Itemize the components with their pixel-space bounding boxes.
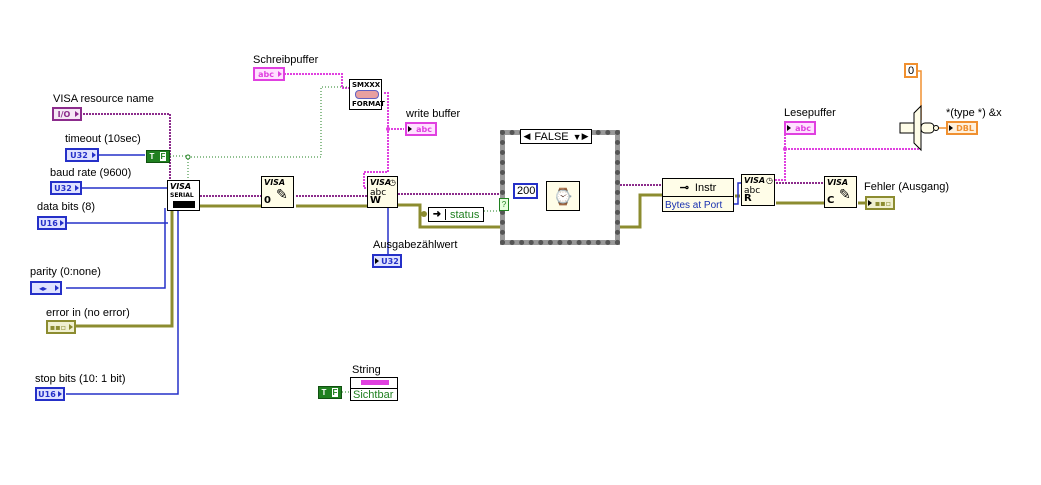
dbl-wire[interactable] [918, 70, 948, 129]
bool-false-glyph: F [331, 388, 339, 397]
node-title: SMXXX [352, 81, 381, 89]
write-buffer-label: write buffer [406, 108, 461, 120]
string-property-node[interactable]: Sichtbar [350, 377, 398, 401]
watch-icon: ⌚ [553, 186, 573, 206]
node-title: VISA [744, 176, 766, 185]
error-in-control[interactable]: ▪▪▫ [46, 320, 76, 334]
parity-control[interactable]: ◂▸ [30, 281, 62, 295]
visa-write-node[interactable]: VISA abc W ◷ [367, 176, 398, 208]
timer-icon: ◷ [389, 178, 396, 187]
schreibpuffer-control[interactable]: abc [253, 67, 285, 81]
zero-constant[interactable]: 0 [904, 63, 918, 78]
key-icon: ⊸ [679, 182, 689, 194]
schreibpuffer-label: Schreibpuffer [253, 54, 319, 66]
type-cast-label: *(type *) &x [946, 107, 1002, 119]
property-class-row: ⊸ Instr [663, 179, 733, 197]
serial-port-icon [173, 201, 195, 208]
bool-true-glyph: T [321, 388, 327, 397]
write-buffer-indicator[interactable]: abc [405, 122, 437, 136]
stop-bits-control[interactable]: U16 [35, 387, 65, 401]
case-selector[interactable]: ◀ FALSE ▼ ▶ [520, 129, 592, 144]
node-title: VISA [170, 182, 192, 191]
numeric-wire[interactable] [66, 154, 742, 395]
string-class-bar [361, 380, 389, 385]
bool-constant-visible[interactable]: T F [318, 386, 342, 399]
next-case-arrow[interactable]: ▶ [581, 131, 589, 141]
visa-resource-wire[interactable] [80, 113, 826, 197]
timeout-label: timeout (10sec) [65, 133, 141, 145]
bool-constant-termination[interactable]: T F [146, 150, 170, 163]
node-subtitle: W [370, 195, 382, 206]
property-visible[interactable]: Sichtbar [351, 388, 397, 401]
node-title: VISA [370, 178, 392, 187]
property-node[interactable]: ⊸ Instr Bytes at Port [662, 178, 734, 212]
fehler-ausgang-indicator[interactable]: ▪▪▫ [865, 196, 895, 210]
fehler-ausgang-label: Fehler (Ausgang) [864, 181, 949, 193]
parity-label: parity (0:none) [30, 266, 101, 278]
visa-resource-label: VISA resource name [53, 93, 154, 105]
bool-true-glyph: T [149, 152, 155, 161]
dropdown-arrow[interactable]: ▼ [572, 131, 582, 142]
type-cast-node[interactable] [899, 104, 939, 152]
baud-rate-control[interactable]: U32 [50, 181, 82, 195]
status-label: status [450, 208, 480, 221]
property-item[interactable]: Bytes at Port [665, 199, 723, 211]
abc-glyph: abc [370, 188, 387, 198]
status-unbundle[interactable]: ➜ status [428, 207, 484, 222]
case-selector-value: FALSE [534, 130, 569, 143]
prev-case-arrow[interactable]: ◀ [523, 131, 531, 141]
node-subtitle: FORMAT [352, 100, 385, 108]
case-selector-terminal[interactable]: ? [499, 198, 509, 211]
visa-close-node[interactable]: VISA C ✎ [824, 176, 857, 208]
stop-bits-label: stop bits (10: 1 bit) [35, 373, 126, 385]
ausgabezaehlwert-label: Ausgabezählwert [373, 239, 458, 251]
lesepuffer-label: Lesepuffer [784, 107, 836, 119]
string-property-label: String [352, 364, 381, 376]
wait-ms-constant[interactable]: 200 [513, 183, 538, 199]
property-class: Instr [694, 181, 717, 194]
abc-glyph: abc [744, 186, 761, 196]
node-title: VISA [827, 178, 849, 187]
node-subtitle: C [827, 195, 835, 206]
visa-configure-serial-node[interactable]: VISA SERIAL [167, 180, 200, 211]
baud-rate-label: baud rate (9600) [50, 167, 132, 179]
data-bits-control[interactable]: U16 [37, 216, 67, 230]
node-subtitle: R [744, 193, 752, 204]
type-cast-indicator[interactable]: DBL [946, 121, 978, 135]
node-subtitle: SERIAL [170, 192, 194, 199]
wait-ms-node[interactable]: ⌚ [546, 181, 580, 211]
arrow-icon: ➜ [429, 209, 446, 220]
lesepuffer-indicator[interactable]: abc [784, 121, 816, 135]
visa-read-node[interactable]: VISA abc R ◷ [741, 174, 775, 206]
data-bits-label: data bits (8) [37, 201, 96, 213]
open-folder-icon: ✎ [276, 187, 288, 203]
visa-resource-control[interactable]: I/O [52, 107, 82, 121]
node-subtitle: 0 [264, 195, 271, 206]
cmd-icon [355, 90, 379, 99]
format-into-string-node[interactable]: SMXXX FORMAT [349, 79, 385, 110]
timeout-control[interactable]: U32 [65, 148, 99, 162]
close-folder-icon: ✎ [839, 187, 851, 203]
error-in-label: error in (no error) [46, 307, 130, 319]
bool-false-glyph: F [159, 152, 167, 161]
ausgabezaehlwert-indicator[interactable]: U32 [372, 254, 402, 268]
timer-icon: ◷ [766, 176, 773, 185]
visa-open-node[interactable]: VISA 0 ✎ [261, 176, 294, 208]
node-title: VISA [264, 178, 286, 187]
